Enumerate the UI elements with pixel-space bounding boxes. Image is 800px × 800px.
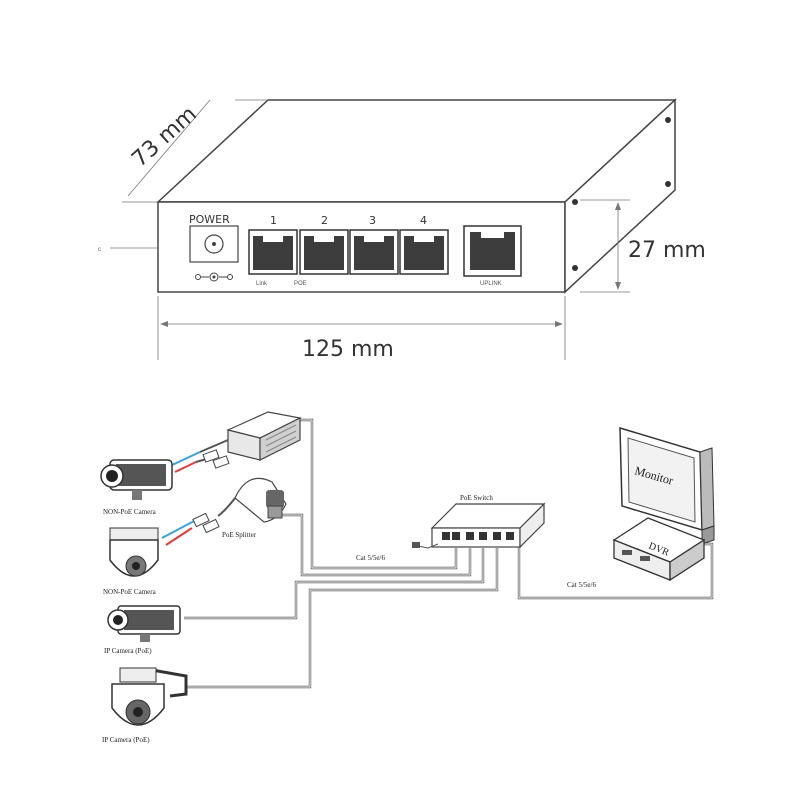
power-jack-pin [212,242,216,246]
switch-side-face [564,98,676,294]
rj45-port-3 [349,229,399,275]
blue-wire [171,451,201,466]
rj45-uplink-port [463,225,522,277]
camera-label-2: NON-PoE Camera [103,588,157,596]
red-wire [165,527,193,546]
port-number-2: 2 [321,214,328,227]
cable-ipcam2-to-switch [186,548,499,689]
cable-label-right: Cat 5/5e/6 [567,581,596,589]
ip-ptz-camera [111,667,188,726]
rj45-port-4 [399,229,449,275]
cable-ipcam1-to-switch [184,548,485,620]
screw [572,199,578,205]
screw [665,117,671,123]
cable-label-left: Cat 5/5e/6 [356,554,385,562]
switch-port [506,532,514,540]
poe-splitter-label: PoE Splitter [222,531,257,539]
port-number-1: 1 [270,214,277,227]
red-wire [174,461,197,473]
camera-label-1: NON-PoE Camera [103,508,157,516]
non-poe-dome-camera [109,527,159,577]
connector [202,518,220,534]
depth-dim-line [127,99,211,197]
cable-splitter-to-switch [292,418,458,570]
switch-port [479,532,487,540]
arrow-head [615,282,621,290]
wire [199,439,229,453]
switch-port [493,532,501,540]
cable-switch-to-dvr [517,542,714,600]
ip-bullet-camera [107,605,181,642]
switch-port [452,532,460,540]
arrow-head [160,321,168,327]
rj45-port-2 [299,229,349,275]
poe-switch-label: PoE Switch [460,494,493,502]
depth-dimension-label: 73 mm [127,102,202,173]
dvr [612,517,706,582]
screw [572,265,578,271]
monitor [619,426,715,545]
power-label: POWER [189,213,230,226]
cable-splitter2-to-switch [272,513,472,577]
switch-dimension-drawing: 73 mm 27 mm 125 mm c POWER 1 [98,98,706,362]
arrow-head [615,202,621,210]
polarity-icon [195,272,233,282]
camera-label-3: IP Camera (PoE) [104,647,152,655]
switch-port [442,532,450,540]
port-number-3: 3 [369,214,376,227]
camera-label-4: IP Camera (PoE) [102,736,150,744]
width-dimension-label: 125 mm [302,337,394,362]
non-poe-bullet-camera [100,459,173,500]
connector [192,512,210,528]
network-diagram: Cat 5/5e/6 Cat 5/5e/6 PoE Switch [100,411,715,744]
connector [202,449,220,463]
connector [212,455,230,469]
uplink-label: UPLINK [480,281,502,287]
blue-wire [161,519,197,539]
poe-splitter-box [226,411,302,461]
power-plug-icon [412,542,439,549]
link-label: Link [256,281,268,287]
rj45-port-1 [248,229,298,275]
left-marker-label: c [98,247,101,253]
port-number-4: 4 [420,214,427,227]
screw [665,181,671,187]
height-dimension-label: 27 mm [628,238,706,263]
poe-switch [430,502,546,549]
poe-splitter-round [217,477,287,523]
arrow-head [555,321,563,327]
poe-label: POE [294,281,307,287]
switch-port [466,532,474,540]
